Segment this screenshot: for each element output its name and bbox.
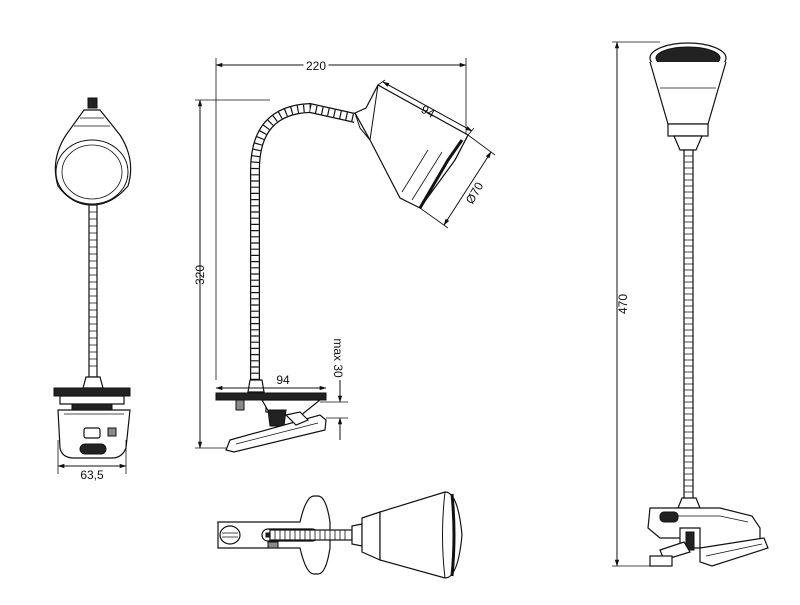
shade-diameter-dim-line <box>443 151 492 226</box>
side-clamp <box>215 379 327 453</box>
right-lamp-shade <box>649 42 727 151</box>
height-side-label: 320 <box>193 265 207 285</box>
front-view: 63,5 <box>53 97 132 482</box>
base-width-label: 63,5 <box>80 468 104 482</box>
side-view: 220 320 94 Ø70 <box>193 56 496 453</box>
front-switch-knob <box>87 97 98 109</box>
shade-diameter-label: Ø70 <box>463 179 487 206</box>
height-total-label: 470 <box>616 294 630 314</box>
side-gooseneck <box>250 102 357 380</box>
right-clamp <box>647 497 769 567</box>
right-view: 470 <box>612 41 769 567</box>
top-lamp-shade <box>351 491 463 579</box>
right-gooseneck <box>683 149 694 501</box>
shade-length-label: 94 <box>419 102 438 121</box>
front-clamp <box>53 376 131 459</box>
front-gooseneck <box>88 204 98 378</box>
clamp-width-label: 94 <box>276 373 290 387</box>
side-lamp-shade <box>354 84 469 209</box>
top-view <box>217 491 463 579</box>
clamp-max-label: max 30 <box>331 338 345 378</box>
top-gooseneck <box>269 529 353 541</box>
width-total-label: 220 <box>306 59 326 73</box>
shade-length-dim-line <box>382 81 473 132</box>
